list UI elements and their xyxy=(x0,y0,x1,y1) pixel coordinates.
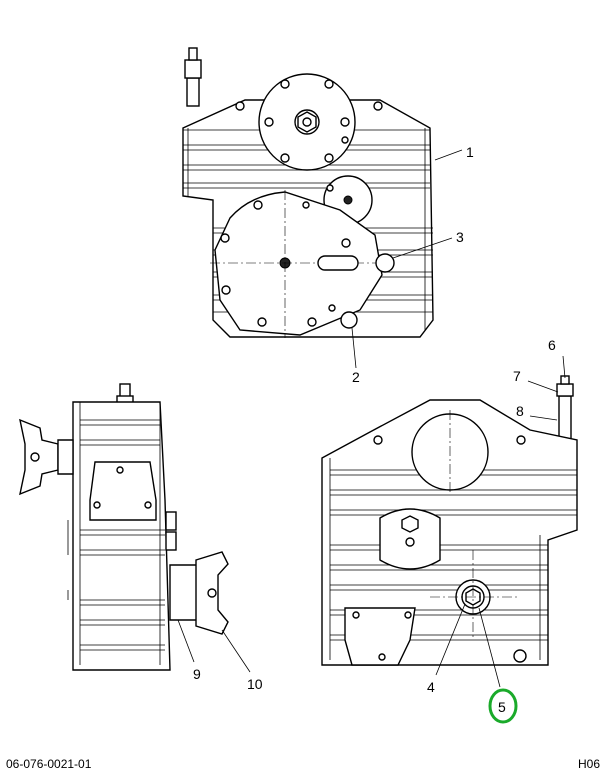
callout-1: 1 xyxy=(466,144,474,160)
input-yoke xyxy=(19,418,74,496)
callout-3: 3 xyxy=(456,229,464,245)
rear-housing xyxy=(321,399,578,666)
output-seal xyxy=(430,550,518,640)
callout-6: 6 xyxy=(548,337,556,353)
sheet-code: H06 xyxy=(577,757,600,771)
fill-plug xyxy=(375,253,395,273)
side-housing xyxy=(72,401,171,671)
front-view xyxy=(182,47,463,369)
callout-9: 9 xyxy=(193,666,201,682)
upper-bearing-cover xyxy=(235,73,383,171)
output-yoke xyxy=(169,551,229,635)
rear-breather xyxy=(556,375,574,441)
callout-7: 7 xyxy=(513,368,521,384)
document-number: 06-076-0021-01 xyxy=(6,757,92,771)
callout-2: 2 xyxy=(352,369,360,385)
callout-4: 4 xyxy=(427,679,435,695)
lower-cover-plate xyxy=(210,190,383,338)
side-view xyxy=(19,383,251,673)
callout-5-highlight xyxy=(488,688,518,724)
breather-vent xyxy=(184,47,202,107)
drain-plug xyxy=(340,311,358,329)
callout-5: 5 xyxy=(498,699,506,715)
rear-view xyxy=(321,355,578,688)
callout-8: 8 xyxy=(516,403,524,419)
callout-10: 10 xyxy=(247,676,263,692)
